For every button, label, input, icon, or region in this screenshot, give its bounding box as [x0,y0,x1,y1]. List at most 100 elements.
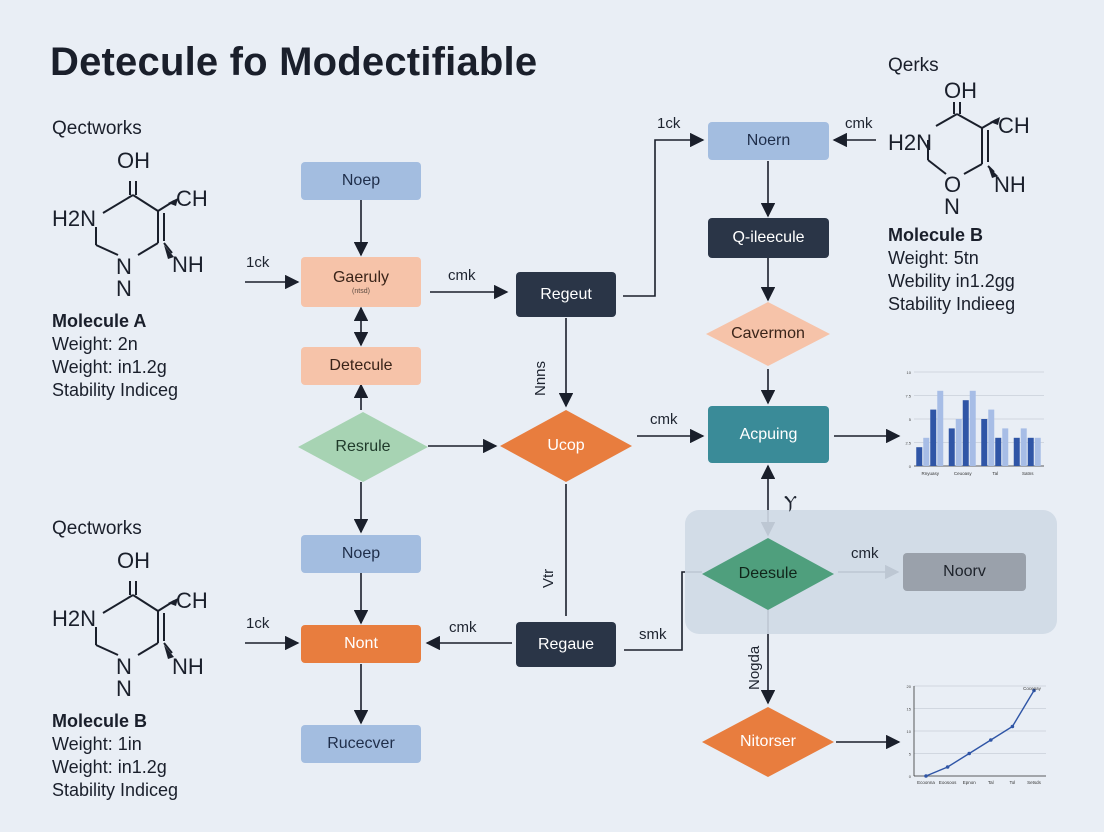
atom-ch: CH [176,186,208,211]
molecule-info-c: Molecule B Weight: 5tn Webility in1.2gg … [888,224,1015,316]
atom-n-bottom: N [116,676,132,701]
molecule-stability: Stability Indieeg [888,294,1016,314]
edge-label: cmk [448,267,476,284]
data-point [967,751,971,756]
bar [923,437,930,466]
molecule-structure-a [95,181,178,259]
atom-nh: NH [172,252,204,277]
molecule-weight: Weight: 2n [52,334,138,354]
atom-n: N [944,194,960,219]
y-tick-label: 0 [909,464,912,469]
edge-label: Nogda [746,645,763,690]
atom-oh: OH [117,148,150,173]
data-point [945,765,950,769]
atom-oh: OH [944,78,977,103]
atom-h2n: H2N [888,130,933,155]
node-rucecver[interactable]: Rucecver [301,725,421,763]
edge-label: 1ck [246,254,270,271]
node-nont[interactable]: Nont [301,625,421,663]
bar [1034,437,1041,466]
molecule-weight-2: Webility in1.2gg [888,271,1015,291]
molecule-weight: Weight: 5tn [888,248,979,268]
atom-ch: CH [998,113,1030,138]
molecule-weight-2: Weight: in1.2g [52,357,167,377]
edge-label: cmk [650,411,678,428]
x-tick-label: Rnyuasy [921,471,939,476]
bar [981,419,988,466]
molecule-stability: Stability Indiceg [52,380,179,400]
atom-h2n: H2N [52,606,97,631]
atom-n: N [116,654,132,679]
edge-label: Nnns [532,360,549,396]
edge-label: smk [639,626,667,643]
molecule-name: Molecule B [52,711,148,731]
atom-nh: NH [172,654,204,679]
edge-label: cmk [449,619,477,636]
x-tick-label: Eoosoos [939,780,957,785]
bar [969,390,976,466]
molecule-structure-c [927,102,1000,178]
bar [1020,428,1027,466]
node-noern[interactable]: Noern [708,122,829,160]
x-tick-label: Tal [992,471,998,476]
node-regaue[interactable]: Regaue [516,622,616,667]
data-point [1010,724,1015,729]
node-acpuing[interactable]: Acpuing [708,406,829,463]
edge-label: 1ck [657,115,681,132]
bar [995,437,1002,466]
molecule-heading: Qectworks [52,118,142,139]
bar [988,409,995,466]
atom-n: N [116,254,132,279]
node-label: Nont [344,635,378,652]
molecule-heading: Qerks [888,55,939,76]
y-tick-label: 5 [909,417,912,422]
molecule-weight: Weight: 1in [52,734,142,754]
x-tick-label: Satns [1022,471,1034,476]
edge-regeut-noern [623,132,705,297]
atom-oh: OH [117,548,150,573]
bar [1002,428,1009,466]
x-tick-label: Ceuoasy [954,471,973,476]
node-q-ileecule[interactable]: Q-ileecule [708,218,829,258]
bar [930,409,937,466]
y-tick-label: 7.5 [905,394,911,399]
molecule-info-b: Molecule B Weight: 1in Weight: in1.2g St… [52,710,178,802]
y-tick-label: 10 [907,370,912,375]
series-line [925,690,1035,777]
node-noep-top[interactable]: Noep [301,162,421,200]
x-tick-label: Tol [1010,780,1016,785]
atom-nh: NH [994,172,1026,197]
molecule-name: Molecule B [888,225,984,245]
bar [1027,437,1034,466]
node-label: Noorv [943,563,986,580]
bar [916,447,923,466]
x-tick-label: Tal [988,780,994,785]
node-regeut[interactable]: Regeut [516,272,616,317]
node-gaeruly[interactable]: Gaeruly (ntsd) [301,257,421,307]
node-noep-mid[interactable]: Noep [301,535,421,573]
series-name: Cocepay [1023,686,1042,691]
bar [955,419,962,466]
node-sublabel: (ntsd) [352,288,370,295]
data-point [1032,688,1036,693]
y-tick-label: 2.5 [905,441,911,446]
page-title: Detecule fo Modectifiable [50,40,538,84]
y-tick-label: 5 [909,752,912,757]
node-noorv[interactable]: Noorv [903,553,1026,591]
node-label: Regaue [537,635,595,653]
atom-o: O [944,172,962,197]
bar [1013,437,1020,466]
x-tick-label: Epnon [963,780,977,785]
node-label: Noep [341,172,381,189]
data-point [924,774,928,778]
node-label: Detecule [329,357,393,374]
node-detecule[interactable]: Detecule [301,347,421,385]
molecule-name: Molecule A [52,311,147,331]
bar [937,390,944,466]
edge-label: Ⲩ [784,492,797,512]
node-label: Rucecver [327,735,395,752]
y-tick-label: 15 [907,707,912,712]
